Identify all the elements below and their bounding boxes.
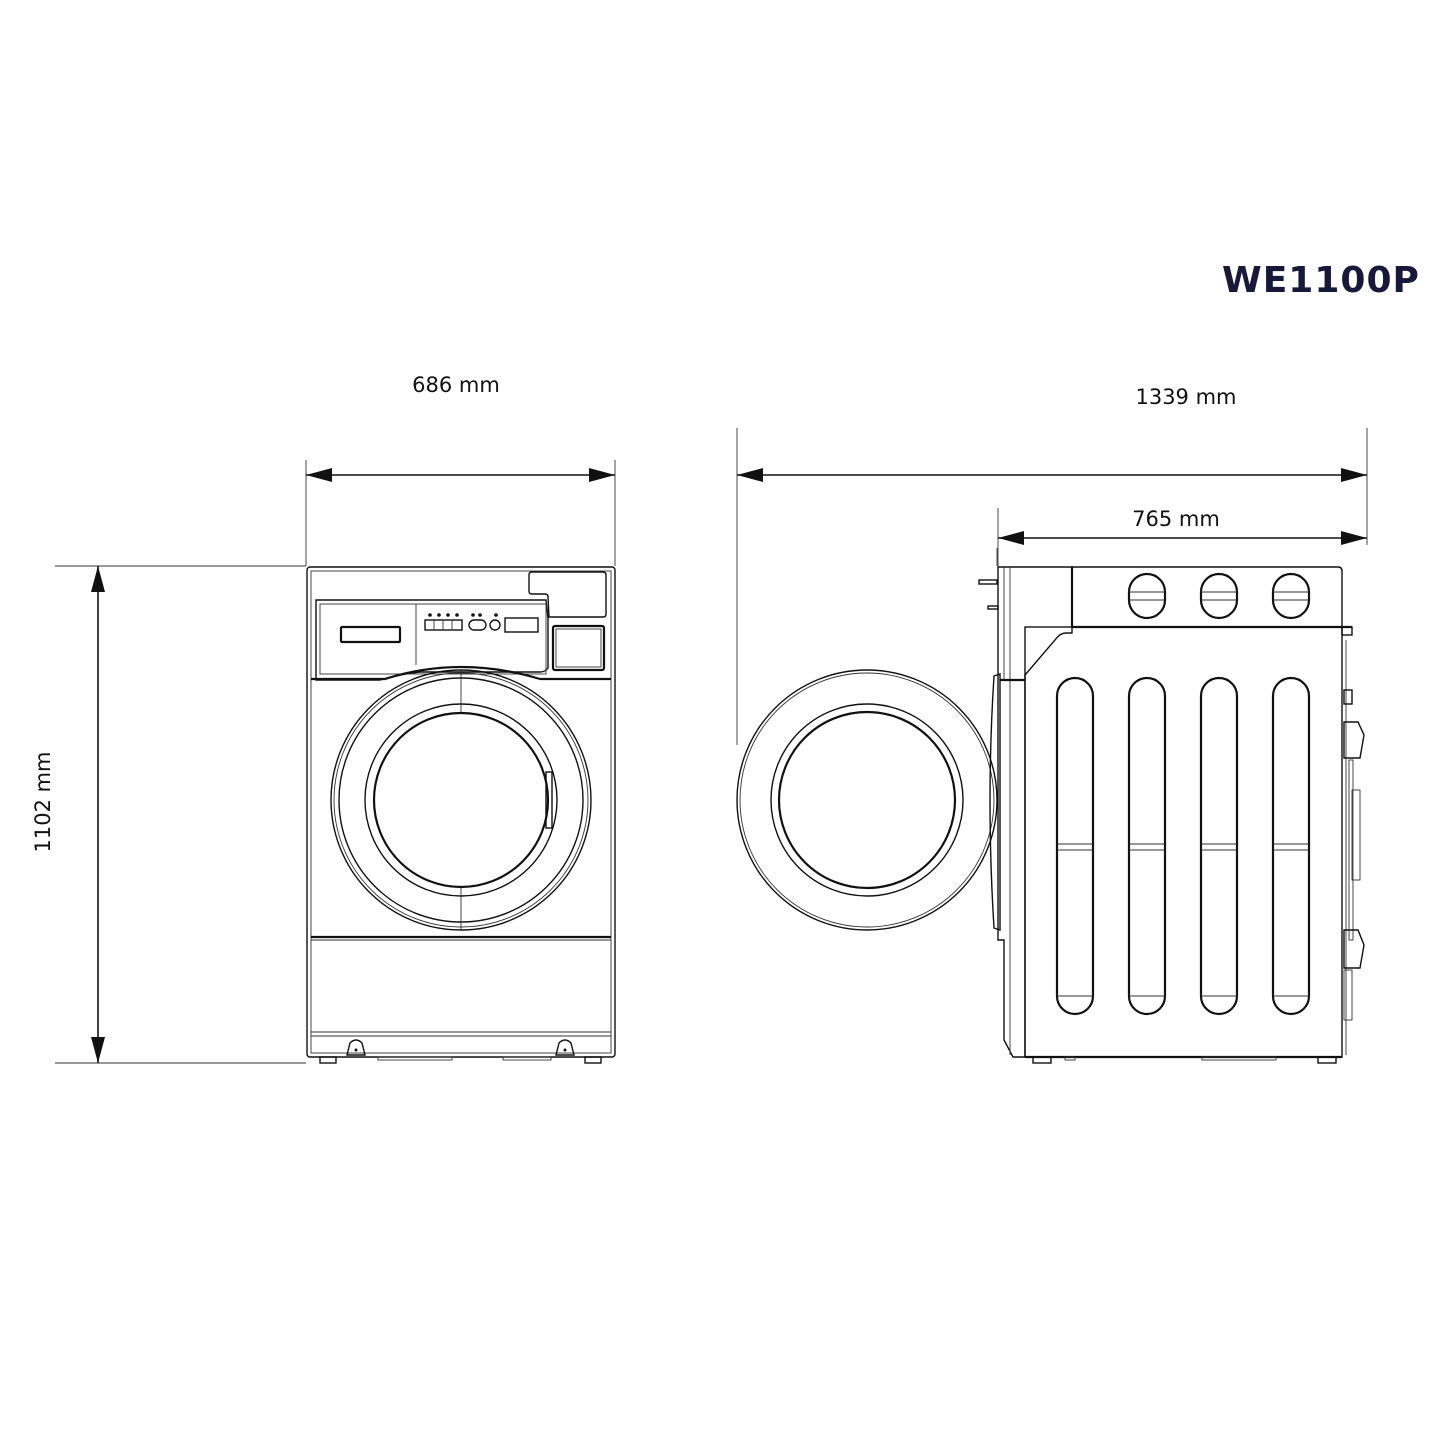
arrow-left-icon — [737, 468, 763, 482]
cabinet-depth-label: 765 mm — [1132, 507, 1220, 531]
overall-depth-label: 1339 mm — [1135, 385, 1236, 409]
side-view: 1339 mm 765 mm — [736, 385, 1368, 1064]
top-vent-ovals — [1127, 572, 1311, 620]
arrow-right-icon — [1341, 531, 1367, 545]
arrow-right-icon — [589, 468, 615, 482]
open-door — [736, 669, 1001, 931]
height-label: 1102 mm — [31, 751, 55, 852]
arrow-down-icon — [91, 1037, 105, 1063]
width-dimension: 686 mm — [305, 373, 616, 566]
rear-fittings — [1343, 640, 1365, 1055]
washer-front-cabinet — [306, 566, 616, 1064]
arrow-right-icon — [1341, 468, 1367, 482]
arrow-left-icon — [998, 531, 1024, 545]
cabinet-depth-dimension: 765 mm — [997, 507, 1367, 580]
width-label: 686 mm — [412, 373, 500, 397]
model-title: WE1100P — [1222, 260, 1420, 301]
overall-depth-dimension: 1339 mm — [736, 385, 1368, 745]
front-view: 686 mm 1102 mm — [31, 373, 616, 1064]
height-dimension: 1102 mm — [31, 565, 306, 1064]
arrow-up-icon — [91, 566, 105, 592]
washer-side-cabinet — [978, 548, 1365, 1064]
side-ribs — [1055, 676, 1311, 1016]
arrow-left-icon — [306, 468, 332, 482]
